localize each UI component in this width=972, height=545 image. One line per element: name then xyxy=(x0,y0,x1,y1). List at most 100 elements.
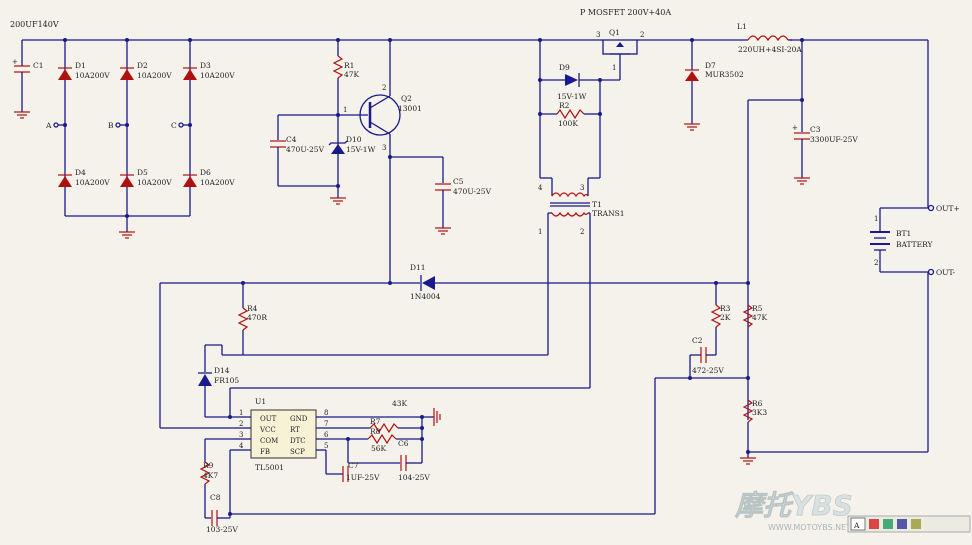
q1-ref: Q1 xyxy=(609,28,620,37)
d1-ref: D1 xyxy=(75,61,86,70)
watermark-logo: 摩托YBS xyxy=(734,489,853,522)
d6-ref: D6 xyxy=(200,168,211,177)
c6-value: 104-25V xyxy=(398,473,430,482)
t1-ref: T1 xyxy=(592,200,602,209)
svg-text:2: 2 xyxy=(239,420,243,428)
d2-ref: D2 xyxy=(137,61,148,70)
svg-text:OUT: OUT xyxy=(260,415,277,423)
bt1-value: BATTERY xyxy=(896,240,934,249)
r7-ref: R7 xyxy=(370,417,381,426)
q2-ref: Q2 xyxy=(401,94,412,103)
c3-value: 3300UF-25V xyxy=(810,135,858,144)
resistor-r4: R4 470R xyxy=(205,283,548,356)
c2-value: 472-25V xyxy=(692,366,724,375)
diode-d4 xyxy=(58,174,72,187)
d2-value: 10A200V xyxy=(137,71,172,80)
svg-text:+: + xyxy=(792,124,798,132)
watermark-url: WWW.MOTOYBS.NET xyxy=(768,523,851,532)
d11-ref: D11 xyxy=(410,263,426,272)
c8-value: 103-25V xyxy=(206,525,238,534)
svg-text:COM: COM xyxy=(260,437,278,445)
phase-c-label: C xyxy=(171,121,177,130)
r6-ref: R6 xyxy=(752,399,763,408)
out-minus-label: OUT- xyxy=(936,268,956,277)
svg-text:1: 1 xyxy=(239,409,243,417)
rectifier-bridge: A B C D1 10A200V D2 10A200V D3 10A200V D… xyxy=(45,38,235,239)
svg-text:SCP: SCP xyxy=(290,448,305,456)
d1-value: 10A200V xyxy=(75,71,110,80)
out-minus-terminal xyxy=(927,268,935,276)
svg-text:VCC: VCC xyxy=(259,426,276,434)
phase-a-label: A xyxy=(45,121,52,130)
d11-value: 1N4004 xyxy=(410,292,441,301)
d5-ref: D5 xyxy=(137,168,148,177)
d9-value: 15V-1W xyxy=(557,92,587,101)
svg-text:8: 8 xyxy=(324,409,328,417)
d4-value: 10A200V xyxy=(75,178,110,187)
mosfet-q1: P MOSFET 200V+40A Q1 3 2 1 xyxy=(580,8,671,81)
c7-ref: C7 xyxy=(348,461,359,470)
svg-text:1: 1 xyxy=(874,215,878,223)
c4-ref: C4 xyxy=(286,135,297,144)
svg-text:2: 2 xyxy=(580,228,584,236)
d4-ref: D4 xyxy=(75,168,86,177)
text-tool-button[interactable] xyxy=(850,517,866,531)
svg-text:4: 4 xyxy=(239,442,244,450)
svg-text:1: 1 xyxy=(343,106,347,114)
r5-ref: R5 xyxy=(752,304,763,313)
l1-value: 220UH+4SI-20A xyxy=(738,45,802,54)
settings-tool-icon[interactable] xyxy=(911,519,921,529)
startup-circuit: R1 47K Q2 13001 1 2 3 C4 470U-25V D10 15… xyxy=(270,38,492,283)
svg-text:DTC: DTC xyxy=(290,437,306,445)
r9-ref: R9 xyxy=(203,461,214,470)
grid-tool-icon[interactable] xyxy=(883,519,893,529)
color-tool-icon[interactable] xyxy=(869,519,879,529)
r3-value: 2K xyxy=(720,313,731,322)
d9-ref: D9 xyxy=(559,63,570,72)
t1-value: TRANS1 xyxy=(592,209,625,218)
d14-value: FR105 xyxy=(214,376,239,385)
svg-text:6: 6 xyxy=(324,431,329,439)
output-stage: D7 MUR3502 L1 220UH+4SI-20A + C3 3300UF-… xyxy=(684,22,858,420)
svg-text:A: A xyxy=(853,521,860,530)
svg-text:2: 2 xyxy=(874,259,878,267)
watermark: 摩托YBS WWW.MOTOYBS.NET xyxy=(734,489,853,532)
diode-d6 xyxy=(183,174,197,187)
d14-ref: D14 xyxy=(214,366,230,375)
svg-text:3: 3 xyxy=(580,184,584,192)
gate-drive: D9 15V-1W R2 100K 4 3 1 2 T1 TRANS1 xyxy=(538,38,625,388)
u1-ref: U1 xyxy=(255,397,266,406)
r6-value: 3K3 xyxy=(752,408,767,417)
layer-tool-icon[interactable] xyxy=(897,519,907,529)
d3-value: 10A200V xyxy=(200,71,235,80)
r1-value: 47K xyxy=(344,70,360,79)
battery-bt1: 1 2 BT1 BATTERY OUT+ OUT- xyxy=(748,204,960,453)
d10-value: 15V-1W xyxy=(346,145,376,154)
c4-value: 470U-25V xyxy=(286,145,325,154)
r4-ref: R4 xyxy=(247,304,258,313)
svg-text:4: 4 xyxy=(538,184,543,192)
svg-text:1: 1 xyxy=(538,228,542,236)
svg-text:5: 5 xyxy=(324,442,328,450)
svg-text:3: 3 xyxy=(382,144,386,152)
status-toolbar: A xyxy=(847,515,971,533)
u1-value: TL5001 xyxy=(255,463,284,472)
svg-text:3: 3 xyxy=(239,431,243,439)
c5-value: 470U-25V xyxy=(453,187,492,196)
diode-d2 xyxy=(120,67,134,80)
diode-d3 xyxy=(183,67,197,80)
r4-value: 470R xyxy=(247,313,267,322)
svg-text:FB: FB xyxy=(260,448,270,456)
phase-b-label: B xyxy=(108,121,114,130)
l1-ref: L1 xyxy=(737,22,747,31)
r8-value: 56K xyxy=(371,444,387,453)
svg-text:2: 2 xyxy=(382,84,386,92)
c2-ref: C2 xyxy=(692,336,703,345)
d7-value: MUR3502 xyxy=(705,70,744,79)
r8-ref: R8 xyxy=(370,427,381,436)
r9-value: 4K7 xyxy=(203,471,218,480)
svg-text:GND: GND xyxy=(290,415,308,423)
top-rail xyxy=(22,39,929,208)
bt1-ref: BT1 xyxy=(896,229,911,238)
